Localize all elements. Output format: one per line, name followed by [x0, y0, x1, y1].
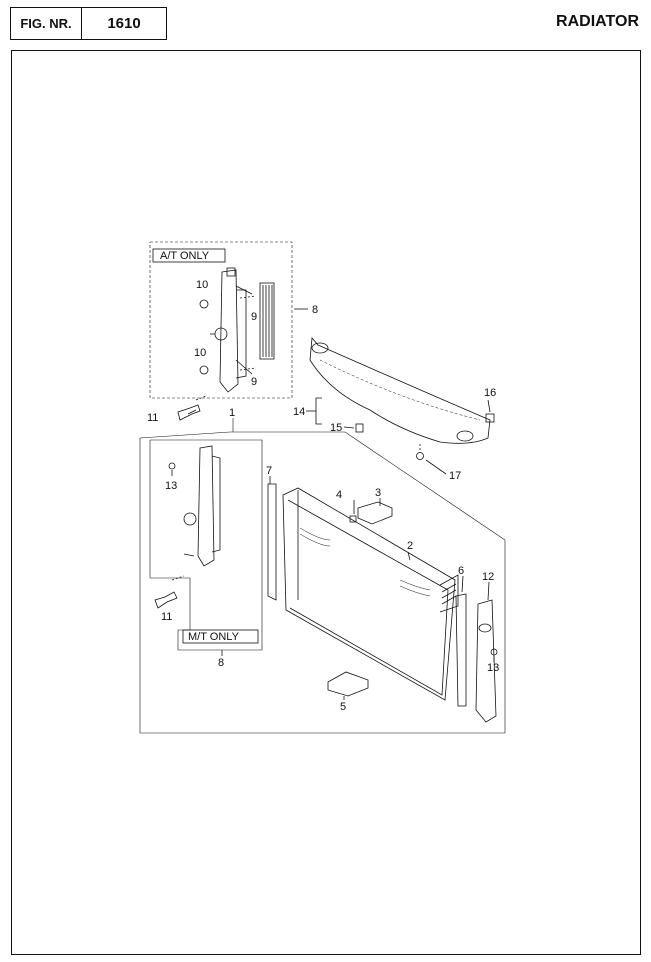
at-radiator-side-tank	[210, 267, 257, 393]
callout-16: 16	[484, 387, 496, 399]
callout-7: 7	[266, 465, 272, 477]
at-oil-cooler	[259, 282, 275, 360]
callout-8-bottom: 8	[218, 657, 224, 669]
seal-6	[455, 593, 467, 707]
assembly-outline	[139, 431, 506, 734]
callout-8-top: 8	[312, 304, 318, 316]
callout-13-left: 13	[165, 480, 177, 492]
at-only-label: A/T ONLY	[160, 250, 210, 262]
callout-1: 1	[229, 407, 235, 419]
callout-10-bottom: 10	[194, 347, 206, 359]
bolt-17	[416, 452, 424, 460]
mt-only-label-box	[182, 629, 259, 644]
callout-14: 14	[293, 406, 305, 418]
radiator-core	[282, 487, 459, 701]
drain-plug-11-bottom	[154, 591, 178, 609]
page-title: RADIATOR	[556, 13, 639, 30]
callout-12: 12	[482, 571, 494, 583]
callout-3: 3	[375, 487, 381, 499]
clip-15	[355, 423, 364, 433]
upper-radiator-cover	[309, 337, 491, 444]
mt-radiator-side-tank	[168, 445, 221, 567]
callout-11-top: 11	[147, 412, 158, 424]
callout-11-bottom: 11	[161, 611, 172, 623]
grommet-4	[349, 515, 357, 523]
bolt-10-top	[199, 299, 209, 309]
diagram-frame	[11, 50, 641, 955]
mt-group-outline	[149, 439, 263, 651]
at-only-label-box	[152, 248, 226, 263]
at-group-outline	[149, 241, 293, 399]
bolt-10-bottom	[199, 365, 209, 375]
callout-9-top: 9	[251, 311, 257, 323]
right-side-tank	[475, 599, 498, 723]
seal-7	[267, 483, 277, 601]
bracket-3	[357, 501, 393, 525]
callout-17: 17	[449, 470, 461, 482]
callout-9-bottom: 9	[251, 376, 257, 388]
callout-6: 6	[458, 565, 464, 577]
fig-number-value: 1610	[81, 7, 167, 40]
callout-15: 15	[330, 422, 342, 434]
drain-plug-11-top	[177, 404, 201, 421]
callout-13-right: 13	[487, 662, 499, 674]
callout-10-top: 10	[196, 279, 208, 291]
bracket-5	[327, 671, 369, 697]
callout-5: 5	[340, 701, 346, 713]
clip-16	[485, 413, 495, 423]
callout-2: 2	[407, 540, 413, 552]
callout-4: 4	[336, 489, 342, 501]
mt-only-label: M/T ONLY	[188, 631, 240, 643]
